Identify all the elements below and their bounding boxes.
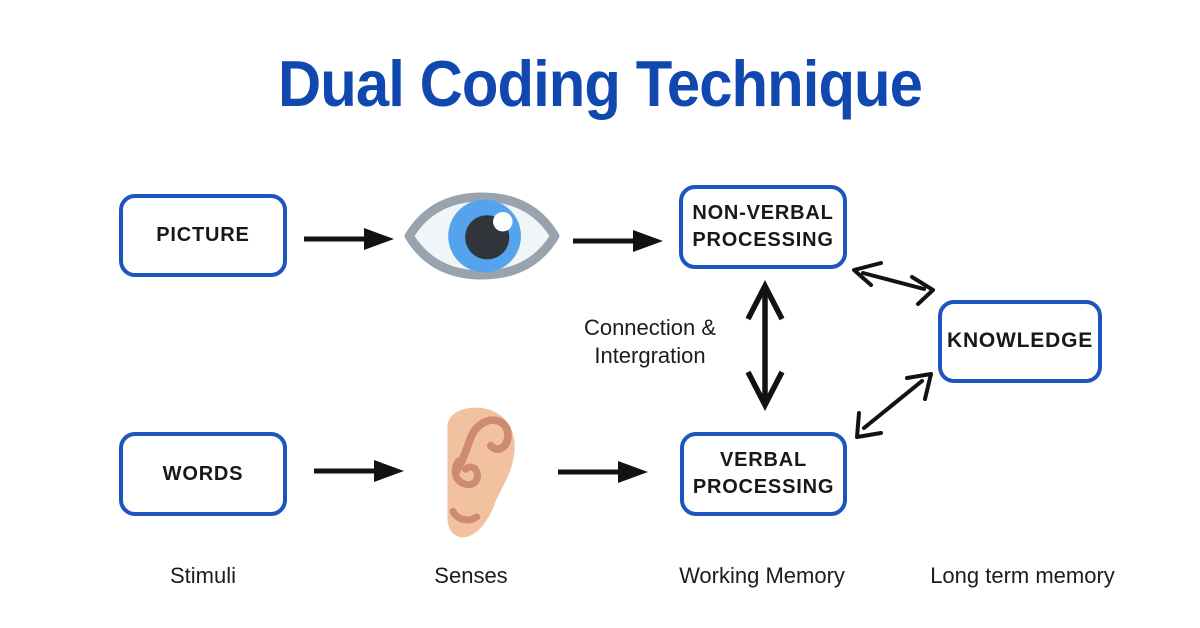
node-verbal-label: VERBAL PROCESSING xyxy=(692,449,835,498)
ear-lobe-line xyxy=(449,507,481,524)
eye-icon xyxy=(404,192,560,280)
ear-curl xyxy=(451,457,481,489)
node-nonverbal-label: NON-VERBAL PROCESSING xyxy=(692,202,834,251)
stage-label-stimuli: Stimuli xyxy=(169,563,236,588)
eye-highlight xyxy=(493,211,513,232)
arrow-nonverbal-knowledge-bidirectional xyxy=(852,261,935,306)
node-knowledge-label: KNOWLEDGE xyxy=(946,329,1094,353)
stage-label-working-memory: Working Memory xyxy=(679,563,845,588)
stage-label-long-term-memory: Long term memory xyxy=(930,563,1115,588)
arrow-ear-to-verbal xyxy=(558,461,648,483)
node-nonverbal-processing: NON-VERBAL PROCESSING xyxy=(679,185,847,269)
node-words-label: WORDS xyxy=(162,462,244,485)
ear-shape xyxy=(447,407,515,538)
ear-icon xyxy=(447,407,515,538)
connection-integration-label: Connection & Intergration xyxy=(583,315,717,369)
node-words: WORDS xyxy=(119,432,287,516)
stage-label-senses: Senses xyxy=(434,563,508,588)
ear-helix xyxy=(451,416,512,477)
node-picture: PICTURE xyxy=(119,194,287,277)
arrow-verbal-knowledge-bidirectional xyxy=(855,372,933,439)
arrow-picture-to-eye xyxy=(304,228,394,250)
page-title: Dual Coding Technique xyxy=(278,47,923,120)
node-picture-label: PICTURE xyxy=(156,224,250,246)
node-verbal-processing: VERBAL PROCESSING xyxy=(680,432,847,516)
arrow-nonverbal-verbal-bidirectional xyxy=(745,279,785,412)
arrow-eye-to-nonverbal xyxy=(573,230,663,252)
arrow-words-to-ear xyxy=(314,460,404,482)
node-knowledge: KNOWLEDGE xyxy=(938,300,1102,383)
